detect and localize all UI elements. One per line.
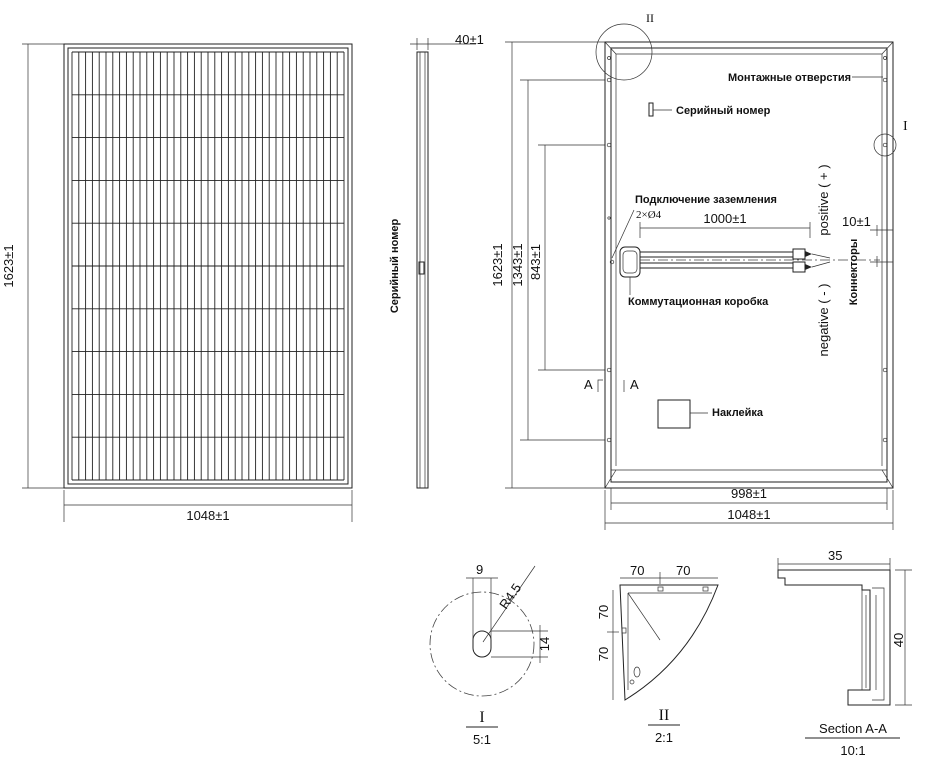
- mounting-holes: [606, 56, 888, 443]
- detail-I-marker: I: [903, 119, 908, 134]
- negative-label: negative ( - ): [816, 284, 831, 357]
- section-height-dimension: 40: [891, 633, 906, 647]
- section-scale: 10:1: [840, 743, 865, 758]
- detail-I-dim-14: 14: [537, 637, 552, 651]
- side-serial-label: Серийный номер: [389, 219, 401, 314]
- side-thickness-dimension: 40±1: [455, 32, 484, 47]
- detail-II-dim-70-c: 70: [596, 605, 611, 619]
- grounding-label: Подключение заземления: [635, 194, 777, 206]
- rear-dim-1623: 1623±1: [490, 243, 505, 286]
- positive-label: positive ( + ): [816, 164, 831, 235]
- detail-I-title: I: [479, 709, 484, 726]
- front-height-dimension: 1623±1: [1, 244, 16, 287]
- side-view: 40±1 Серийный номер: [389, 32, 484, 489]
- detail-II-scale: 2:1: [655, 730, 673, 745]
- rear-dim-1048: 1048±1: [727, 507, 770, 522]
- detail-I-circle: [873, 133, 897, 157]
- detail-II-dim-70-a: 70: [630, 563, 644, 578]
- detail-I-radius: R4.5: [496, 581, 524, 612]
- detail-II-title: II: [659, 707, 670, 724]
- mounting-holes-label: Монтажные отверстия: [728, 72, 851, 84]
- section-mark-left: A: [584, 377, 593, 392]
- hole-spec-label: 2×Ø4: [636, 209, 662, 221]
- front-cell-grid: [71, 51, 345, 481]
- serial-number-label: Серийный номер: [676, 105, 771, 117]
- section-title: Section A-A: [819, 721, 887, 736]
- detail-II-marker: II: [646, 11, 654, 25]
- section-AA: 35 40 Section A-A 10:1: [777, 548, 912, 758]
- detail-I: 9 R4.5 14 I 5:1: [429, 562, 552, 747]
- connectors-label: Коннекторы: [848, 239, 860, 305]
- section-mark-right: A: [630, 377, 639, 392]
- rear-dim-1343: 1343±1: [510, 243, 525, 286]
- connector-dimension: 10±1: [842, 214, 871, 229]
- rear-dim-998: 998±1: [731, 486, 767, 501]
- rear-dim-843: 843±1: [528, 244, 543, 280]
- rear-view: 1623±1 1343±1 843±1: [490, 11, 908, 530]
- front-view: 1623±1 1048±1: [1, 43, 353, 523]
- sticker-label: Наклейка: [712, 407, 764, 419]
- cable-length-dimension: 1000±1: [703, 211, 746, 226]
- detail-II-circle: [595, 23, 653, 81]
- detail-I-dim-9: 9: [476, 562, 483, 577]
- detail-I-scale: 5:1: [473, 732, 491, 747]
- section-width-dimension: 35: [828, 548, 842, 563]
- sticker-box: [657, 399, 691, 429]
- detail-II: 70 70 70 70 II 2:1: [596, 563, 719, 745]
- detail-II-dim-70-d: 70: [596, 647, 611, 661]
- detail-II-dim-70-b: 70: [676, 563, 690, 578]
- junction-box-label: Коммутационная коробка: [628, 296, 769, 308]
- front-width-dimension: 1048±1: [186, 508, 229, 523]
